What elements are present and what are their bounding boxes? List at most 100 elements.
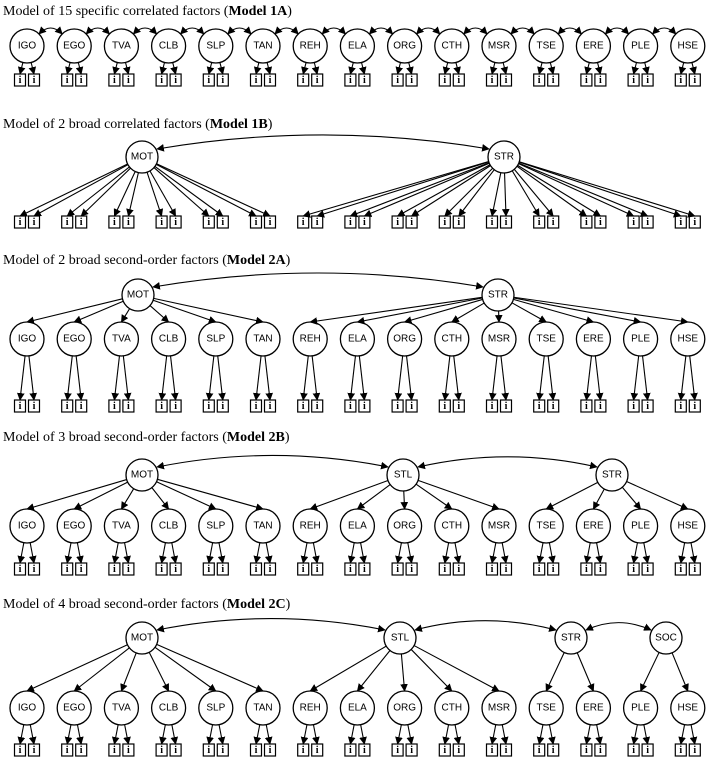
item-label: i xyxy=(457,75,460,86)
broad-loading-arrow xyxy=(513,297,642,325)
item-label: i xyxy=(693,401,696,412)
indicator-item: i xyxy=(547,562,560,576)
factor-ego-label: EGO xyxy=(63,41,85,52)
loading-arrow xyxy=(489,62,498,75)
indicator-item: i xyxy=(108,73,121,87)
factor-reh: REH xyxy=(292,690,328,726)
broad-loading-arrow xyxy=(153,297,264,325)
broad-loading-arrow xyxy=(309,479,389,511)
factor-tan: TAN xyxy=(245,321,281,357)
factor-ego-label: EGO xyxy=(63,334,85,345)
factor-ego: EGO xyxy=(56,690,92,726)
item-label: i xyxy=(693,217,696,228)
loading-arrow xyxy=(64,542,73,564)
indicator-item: i xyxy=(311,743,324,757)
factor-hse-circle xyxy=(670,28,706,64)
item-label: i xyxy=(693,75,696,86)
indicator-item: i xyxy=(75,399,88,413)
factor-tva: TVA xyxy=(103,28,140,64)
loading-arrow xyxy=(442,724,450,745)
factor-ple-label: PLE xyxy=(631,521,650,532)
factor-hse-label: HSE xyxy=(678,703,699,714)
broad-loading-arrow xyxy=(403,298,483,324)
broad-loading-arrow xyxy=(417,479,500,511)
loading-arrow xyxy=(631,542,639,564)
item-label: i xyxy=(363,217,366,228)
factor-igo: IGO xyxy=(9,690,45,726)
broad-factor-mot-circle xyxy=(125,140,159,174)
factor-igo: IGO xyxy=(9,321,45,357)
loading-arrow xyxy=(264,355,274,401)
indicator-item: i xyxy=(391,743,404,757)
indicator-item: i xyxy=(627,743,640,757)
item-label: i xyxy=(363,564,366,575)
item-label: i xyxy=(457,217,460,228)
indicator-item: i xyxy=(580,215,593,229)
indicator-item: i xyxy=(13,399,27,413)
broad-loading-arrow xyxy=(149,170,177,217)
indicator-item: i xyxy=(485,399,499,413)
item-label: i xyxy=(66,217,69,228)
model-4: Model of 3 broad second-order factors (M… xyxy=(3,430,706,576)
broad-factor-str-circle xyxy=(554,621,588,655)
loading-arrow xyxy=(111,724,120,745)
factor-tse-label: TSE xyxy=(536,703,556,714)
indicator-item: i xyxy=(499,73,513,87)
loading-arrow xyxy=(678,542,686,564)
indicator-item: i xyxy=(594,743,607,757)
loading-arrow xyxy=(347,724,356,745)
factor-clb: CLB xyxy=(150,321,187,357)
loading-arrow xyxy=(395,724,403,745)
broad-loading-arrow xyxy=(80,167,131,217)
indicator-item: i xyxy=(674,743,687,757)
broad-factor-soc-circle xyxy=(649,621,683,655)
item-label: i xyxy=(255,745,258,756)
model-1: Model of 15 specific correlated factors … xyxy=(3,4,706,87)
item-label: i xyxy=(491,564,494,575)
item-label: i xyxy=(302,564,305,575)
broad-loading-arrow xyxy=(26,298,123,325)
broad-loading-arrow xyxy=(517,164,602,217)
factor-igo-label: IGO xyxy=(18,521,37,532)
factor-ego: EGO xyxy=(56,321,92,357)
factor-ere-label: ERE xyxy=(583,41,604,52)
factor-org: ORG xyxy=(386,321,423,357)
indicator-item: i xyxy=(580,743,593,757)
loading-arrow xyxy=(311,62,320,75)
loading-arrow xyxy=(75,355,85,401)
loading-arrow xyxy=(677,355,687,401)
indicator-item: i xyxy=(452,73,465,87)
factor-msr-label: MSR xyxy=(488,703,510,714)
title-suffix: ) xyxy=(285,430,290,445)
correlation-arc xyxy=(227,26,252,35)
item-label: i xyxy=(679,75,682,86)
item-label: i xyxy=(349,564,352,575)
indicator-item: i xyxy=(358,562,371,576)
item-label: i xyxy=(552,75,555,86)
factor-ela-label: ELA xyxy=(348,41,367,52)
factor-ple-label: PLE xyxy=(631,334,650,345)
indicator-item: i xyxy=(122,215,135,229)
correlation-arc xyxy=(604,26,630,35)
indicator-item: i xyxy=(122,562,135,576)
item-label: i xyxy=(679,217,682,228)
correlation-arc xyxy=(652,26,677,35)
item-label: i xyxy=(505,564,508,575)
title-prefix: Model of 4 broad second-order factors ( xyxy=(3,597,227,612)
broad-factor-stl: STL xyxy=(383,621,417,655)
item-label: i xyxy=(505,75,508,86)
broad-loading-arrow xyxy=(451,302,485,323)
model-title: Model of 4 broad second-order factors (M… xyxy=(3,597,291,612)
broad-factor-str: STR xyxy=(554,621,588,655)
loading-arrow xyxy=(253,724,262,745)
factor-clb-label: CLB xyxy=(159,334,179,345)
factor-msr-label: MSR xyxy=(488,334,510,345)
loading-arrow xyxy=(678,724,686,745)
indicator-item: i xyxy=(405,73,418,87)
factor-msr: MSR xyxy=(481,321,517,357)
item-label: i xyxy=(113,217,116,228)
item-label: i xyxy=(127,745,130,756)
item-label: i xyxy=(491,745,494,756)
factor-ple-label: PLE xyxy=(631,41,650,52)
indicator-item: i xyxy=(580,73,593,87)
